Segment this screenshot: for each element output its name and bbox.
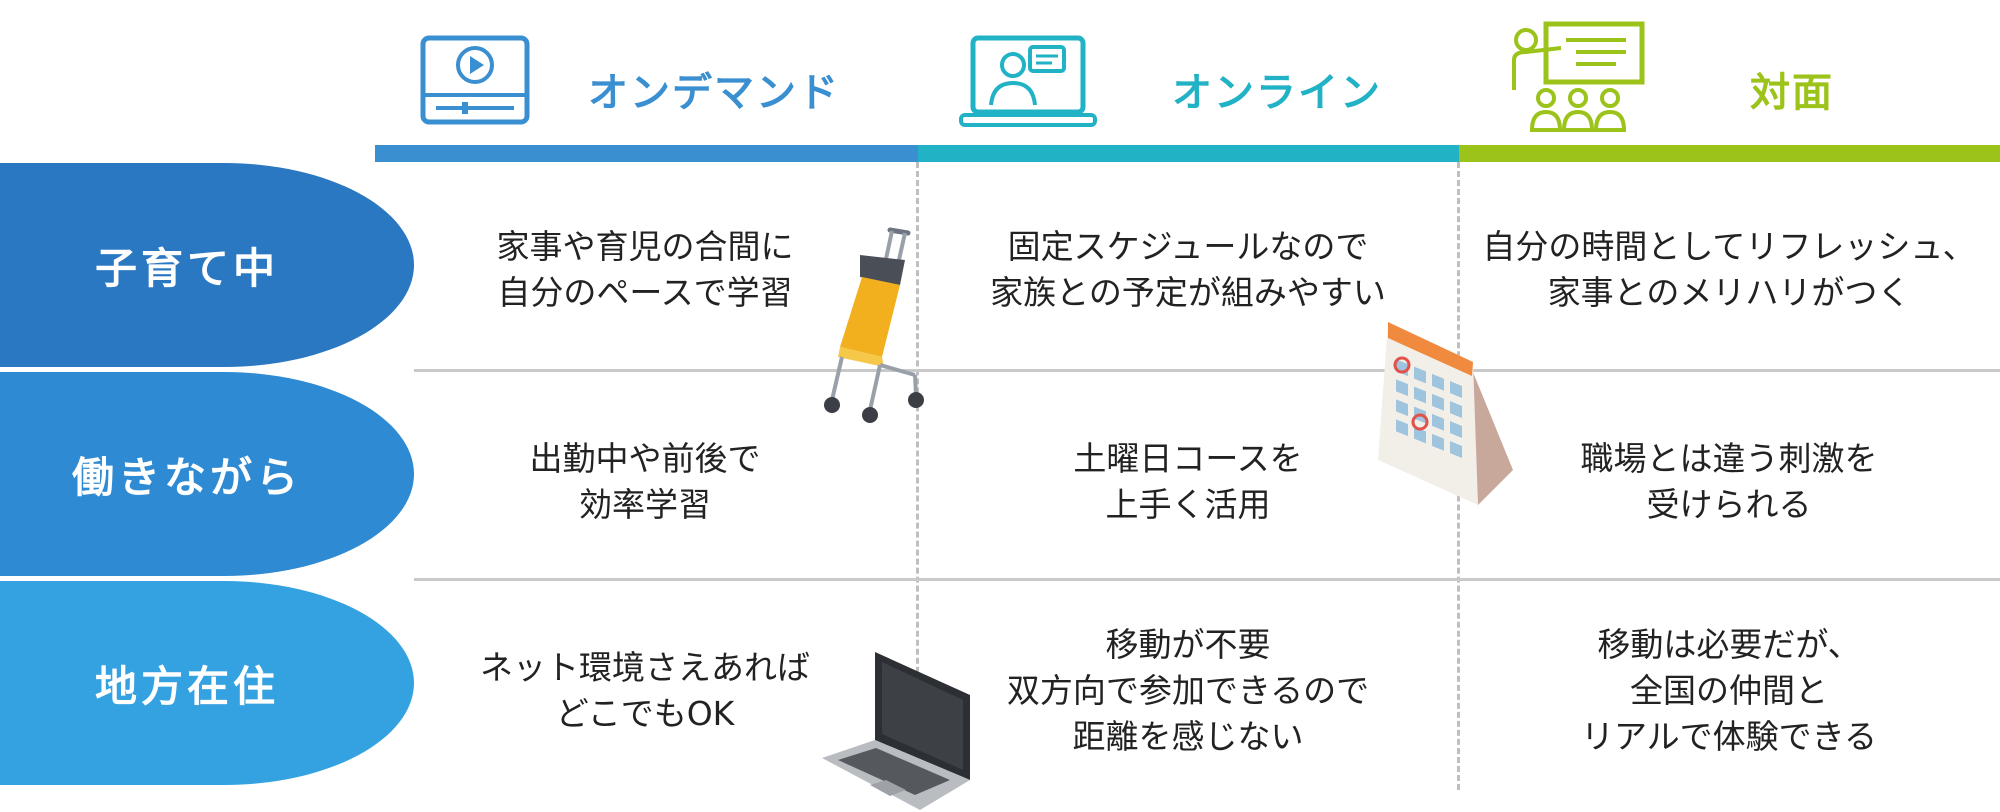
cell-line: 固定スケジュールなので [1007, 227, 1369, 266]
column-title-online: オンライン [1172, 70, 1382, 116]
cell-line: 移動が不要 [1105, 625, 1271, 664]
column-bar-online [918, 145, 1459, 162]
cell-childcare-online: 固定スケジュールなので 家族との予定が組みやすい [918, 168, 1458, 372]
column-title-in-person: 対面 [1750, 70, 1834, 116]
cell-working-in-person: 職場とは違う刺激を 受けられる [1459, 380, 1999, 584]
cell-line: 職場とは違う刺激を [1580, 439, 1878, 478]
cell-line: 出勤中や前後で [529, 439, 761, 478]
cell-rural-in-person: 移動は必要だが、 全国の仲間と リアルで体験できる [1459, 589, 1999, 793]
row-label-childcare: 子育て中 [0, 163, 414, 367]
calendar-illustration [1378, 322, 1513, 505]
cell-line: 移動は必要だが、 [1597, 625, 1861, 664]
column-title-on-demand: オンデマンド [588, 70, 840, 116]
cell-line: どこでもOK [555, 694, 735, 733]
cell-line: 家族との予定が組みやすい [990, 273, 1386, 312]
cell-line: 土曜日コースを [1073, 439, 1303, 478]
stroller-illustration [824, 227, 924, 423]
cell-line: 効率学習 [579, 485, 711, 524]
row-divider-2 [414, 578, 2000, 581]
cell-rural-online: 移動が不要 双方向で参加できるので 距離を感じない [918, 589, 1458, 793]
cell-line: 家事や育児の合間に [496, 227, 794, 266]
cell-working-online: 土曜日コースを 上手く活用 [918, 380, 1458, 584]
cell-childcare-on-demand: 家事や育児の合間に 自分のペースで学習 [375, 168, 915, 372]
row-label-text: 子育て中 [94, 243, 279, 293]
cell-line: 距離を感じない [1072, 717, 1304, 756]
row-label-text: 働きながら [71, 452, 302, 502]
column-bar-on-demand [375, 145, 918, 162]
cell-working-on-demand: 出勤中や前後で 効率学習 [375, 380, 915, 584]
row-label-working: 働きながら [0, 372, 414, 576]
row-divider-1 [414, 369, 2000, 372]
cell-rural-on-demand: ネット環境さえあれば どこでもOK [375, 589, 915, 793]
cell-line: 上手く活用 [1105, 485, 1271, 524]
laptop-video-call-icon [959, 35, 1097, 127]
cell-line: 自分のペースで学習 [497, 273, 793, 312]
row-label-rural: 地方在住 [0, 581, 414, 785]
cell-line: リアルで体験できる [1580, 717, 1877, 756]
cell-line: 家事とのメリハリがつく [1547, 273, 1911, 312]
video-player-icon [420, 35, 530, 125]
cell-line: ネット環境さえあれば [480, 648, 810, 687]
cell-childcare-in-person: 自分の時間としてリフレッシュ、 家事とのメリハリがつく [1459, 168, 1999, 372]
classroom-lecture-icon [1512, 21, 1645, 132]
cell-line: 双方向で参加できるので [1006, 671, 1370, 710]
column-bar-in-person [1459, 145, 2000, 162]
laptop-illustration [822, 652, 970, 810]
cell-line: 自分の時間としてリフレッシュ、 [1482, 227, 1976, 266]
cell-line: 全国の仲間と [1630, 671, 1828, 710]
column-divider-1 [916, 162, 919, 790]
cell-line: 受けられる [1646, 485, 1812, 524]
row-label-text: 地方在住 [94, 661, 279, 711]
